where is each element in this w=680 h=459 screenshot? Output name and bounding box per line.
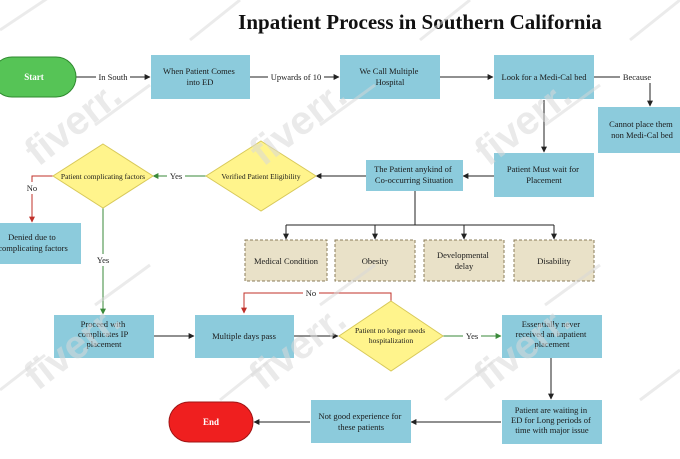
- node-not-good[interactable]: Not good experience for these patients: [311, 400, 411, 443]
- we-call-line-2: Hospital: [376, 77, 405, 87]
- start-label: Start: [24, 72, 44, 82]
- never-received-line-1: Essentially never: [522, 319, 580, 329]
- diagram-title: Inpatient Process in Southern California: [238, 10, 602, 34]
- label-upwards: Upwards of 10: [271, 72, 322, 82]
- watermark-stroke: [0, 353, 46, 392]
- watermark-stroke: [544, 83, 601, 127]
- end-label: End: [203, 417, 219, 427]
- cooccurring-line-2: Co-occurring Situation: [375, 175, 454, 185]
- verified-line-1: Verified Patient Eligibility: [221, 172, 300, 181]
- svg-text:Essentially never receiv: Essentially never received an inpatient …: [516, 319, 589, 349]
- watermark-stroke: [94, 83, 151, 127]
- svg-text:Patient no longer needs: Patient no longer needs hospitalization: [355, 326, 427, 345]
- no-longer-line-2: hospitalization: [369, 336, 413, 345]
- multiple-days-label: Multiple days pass: [212, 331, 276, 341]
- waiting-ed-line-2: ED for Long periods of: [511, 415, 591, 425]
- watermark-stroke: [629, 0, 680, 42]
- must-wait-line-1: Patient Must wait for: [507, 164, 579, 174]
- watermark-stroke: [639, 368, 680, 402]
- watermark-stroke: [94, 263, 151, 307]
- label-in-south: In South: [98, 72, 128, 82]
- label-because: Because: [623, 72, 652, 82]
- proceed-line-2: complicates IP: [78, 329, 129, 339]
- label-no-denied: No: [27, 183, 37, 193]
- complicating-line-1: Patient complicating factors: [61, 172, 145, 181]
- svg-text:Not good experience for: Not good experience for these patients: [319, 411, 404, 432]
- svg-text:The Patient anykind of C: The Patient anykind of Co-occurring Situ…: [374, 164, 454, 185]
- we-call-line-1: We Call Multiple: [360, 66, 419, 76]
- proceed-line-3: placement: [87, 339, 123, 349]
- svg-text:Patient are waiting in E: Patient are waiting in ED for Long perio…: [511, 405, 593, 435]
- edge-labels: In South Upwards of 10 Because Yes No Ye…: [25, 70, 654, 342]
- node-waiting-ed[interactable]: Patient are waiting in ED for Long perio…: [502, 400, 602, 444]
- node-cooccurring[interactable]: The Patient anykind of Co-occurring Situ…: [366, 160, 463, 191]
- node-medical-condition[interactable]: Medical Condition: [244, 239, 328, 282]
- svg-text:Proceed with complicates: Proceed with complicates IP placement: [78, 319, 130, 349]
- node-look-medical[interactable]: Look for a Medi-Cal bed: [494, 55, 594, 99]
- node-when-patient-comes[interactable]: When Patient Comes into ED: [151, 55, 250, 99]
- developmental-line-1: Developmental: [437, 250, 490, 260]
- watermark-stroke: [189, 0, 241, 42]
- look-medical-line-1: Look for a Medi-Cal bed: [502, 72, 588, 82]
- never-received-line-3: placement: [535, 339, 571, 349]
- node-complicating[interactable]: Patient complicating factors: [52, 143, 154, 209]
- watermark-stroke: [444, 358, 496, 402]
- node-must-wait[interactable]: Patient Must wait for Placement: [494, 153, 594, 197]
- node-developmental[interactable]: Developmental delay: [423, 239, 505, 282]
- node-obesity[interactable]: Obesity: [334, 239, 416, 282]
- label-yes-never: Yes: [466, 331, 478, 341]
- svg-text:Denied due to complicati: Denied due to complicating factors: [0, 232, 68, 253]
- no-longer-line-1: Patient no longer needs: [355, 326, 425, 335]
- label-yes-verified: Yes: [170, 171, 182, 181]
- not-good-line-2: these patients: [338, 422, 384, 432]
- developmental-line-2: delay: [455, 261, 474, 271]
- node-disability[interactable]: Disability: [513, 239, 595, 282]
- watermark-stroke: [319, 263, 376, 307]
- svg-text:We Call Multiple Hospita: We Call Multiple Hospital: [360, 66, 421, 87]
- edge-complicating-to-denied: [29, 175, 53, 223]
- svg-text:Developmental delay: Developmental delay: [437, 250, 491, 271]
- node-never-received[interactable]: Essentially never received an inpatient …: [502, 315, 602, 358]
- watermark-stroke: [319, 83, 376, 127]
- cooccurring-line-1: The Patient anykind of: [374, 164, 452, 174]
- proceed-line-1: Proceed with: [81, 319, 126, 329]
- node-denied[interactable]: Denied due to complicating factors: [0, 223, 81, 264]
- when-patient-line-2: into ED: [187, 77, 214, 87]
- watermark-text: fiverr.: [242, 73, 355, 175]
- svg-text:When Patient Comes into: When Patient Comes into ED: [163, 66, 237, 87]
- node-no-longer[interactable]: Patient no longer needs hospitalization: [338, 300, 444, 372]
- obesity-label: Obesity: [362, 256, 389, 266]
- node-proceed[interactable]: Proceed with complicates IP placement: [54, 315, 154, 358]
- never-received-line-2: received an inpatient: [516, 329, 587, 339]
- denied-line-1: Denied due to: [8, 232, 56, 242]
- label-no-loop: No: [306, 288, 316, 298]
- watermark-stroke: [419, 0, 471, 42]
- svg-text:Patient Must wait for Pl: Patient Must wait for Placement: [507, 164, 581, 185]
- waiting-ed-line-3: time with major issue: [515, 425, 589, 435]
- svg-text:Cannot place them non Me: Cannot place them non Medi-Cal bed: [609, 119, 675, 140]
- cannot-place-line-2: non Medi-Cal bed: [611, 130, 674, 140]
- disability-label: Disability: [537, 256, 571, 266]
- node-end[interactable]: End: [168, 401, 254, 443]
- node-verified[interactable]: Verified Patient Eligibility: [205, 140, 317, 212]
- node-start[interactable]: Start: [0, 56, 77, 98]
- denied-line-2: complicating factors: [0, 243, 68, 253]
- cannot-place-line-1: Cannot place them: [609, 119, 673, 129]
- medical-condition-label: Medical Condition: [254, 256, 319, 266]
- node-cannot-place[interactable]: Cannot place them non Medi-Cal bed: [598, 107, 680, 153]
- watermark-stroke: [219, 358, 271, 402]
- label-yes-proceed: Yes: [97, 255, 109, 265]
- waiting-ed-line-1: Patient are waiting in: [515, 405, 588, 415]
- watermark-stroke: [544, 263, 601, 307]
- must-wait-line-2: Placement: [526, 175, 562, 185]
- edges: [29, 74, 653, 425]
- node-multiple-days[interactable]: Multiple days pass: [195, 315, 294, 358]
- node-we-call[interactable]: We Call Multiple Hospital: [340, 55, 440, 99]
- watermark-stroke: [0, 0, 48, 32]
- not-good-line-1: Not good experience for: [319, 411, 402, 421]
- when-patient-line-1: When Patient Comes: [163, 66, 235, 76]
